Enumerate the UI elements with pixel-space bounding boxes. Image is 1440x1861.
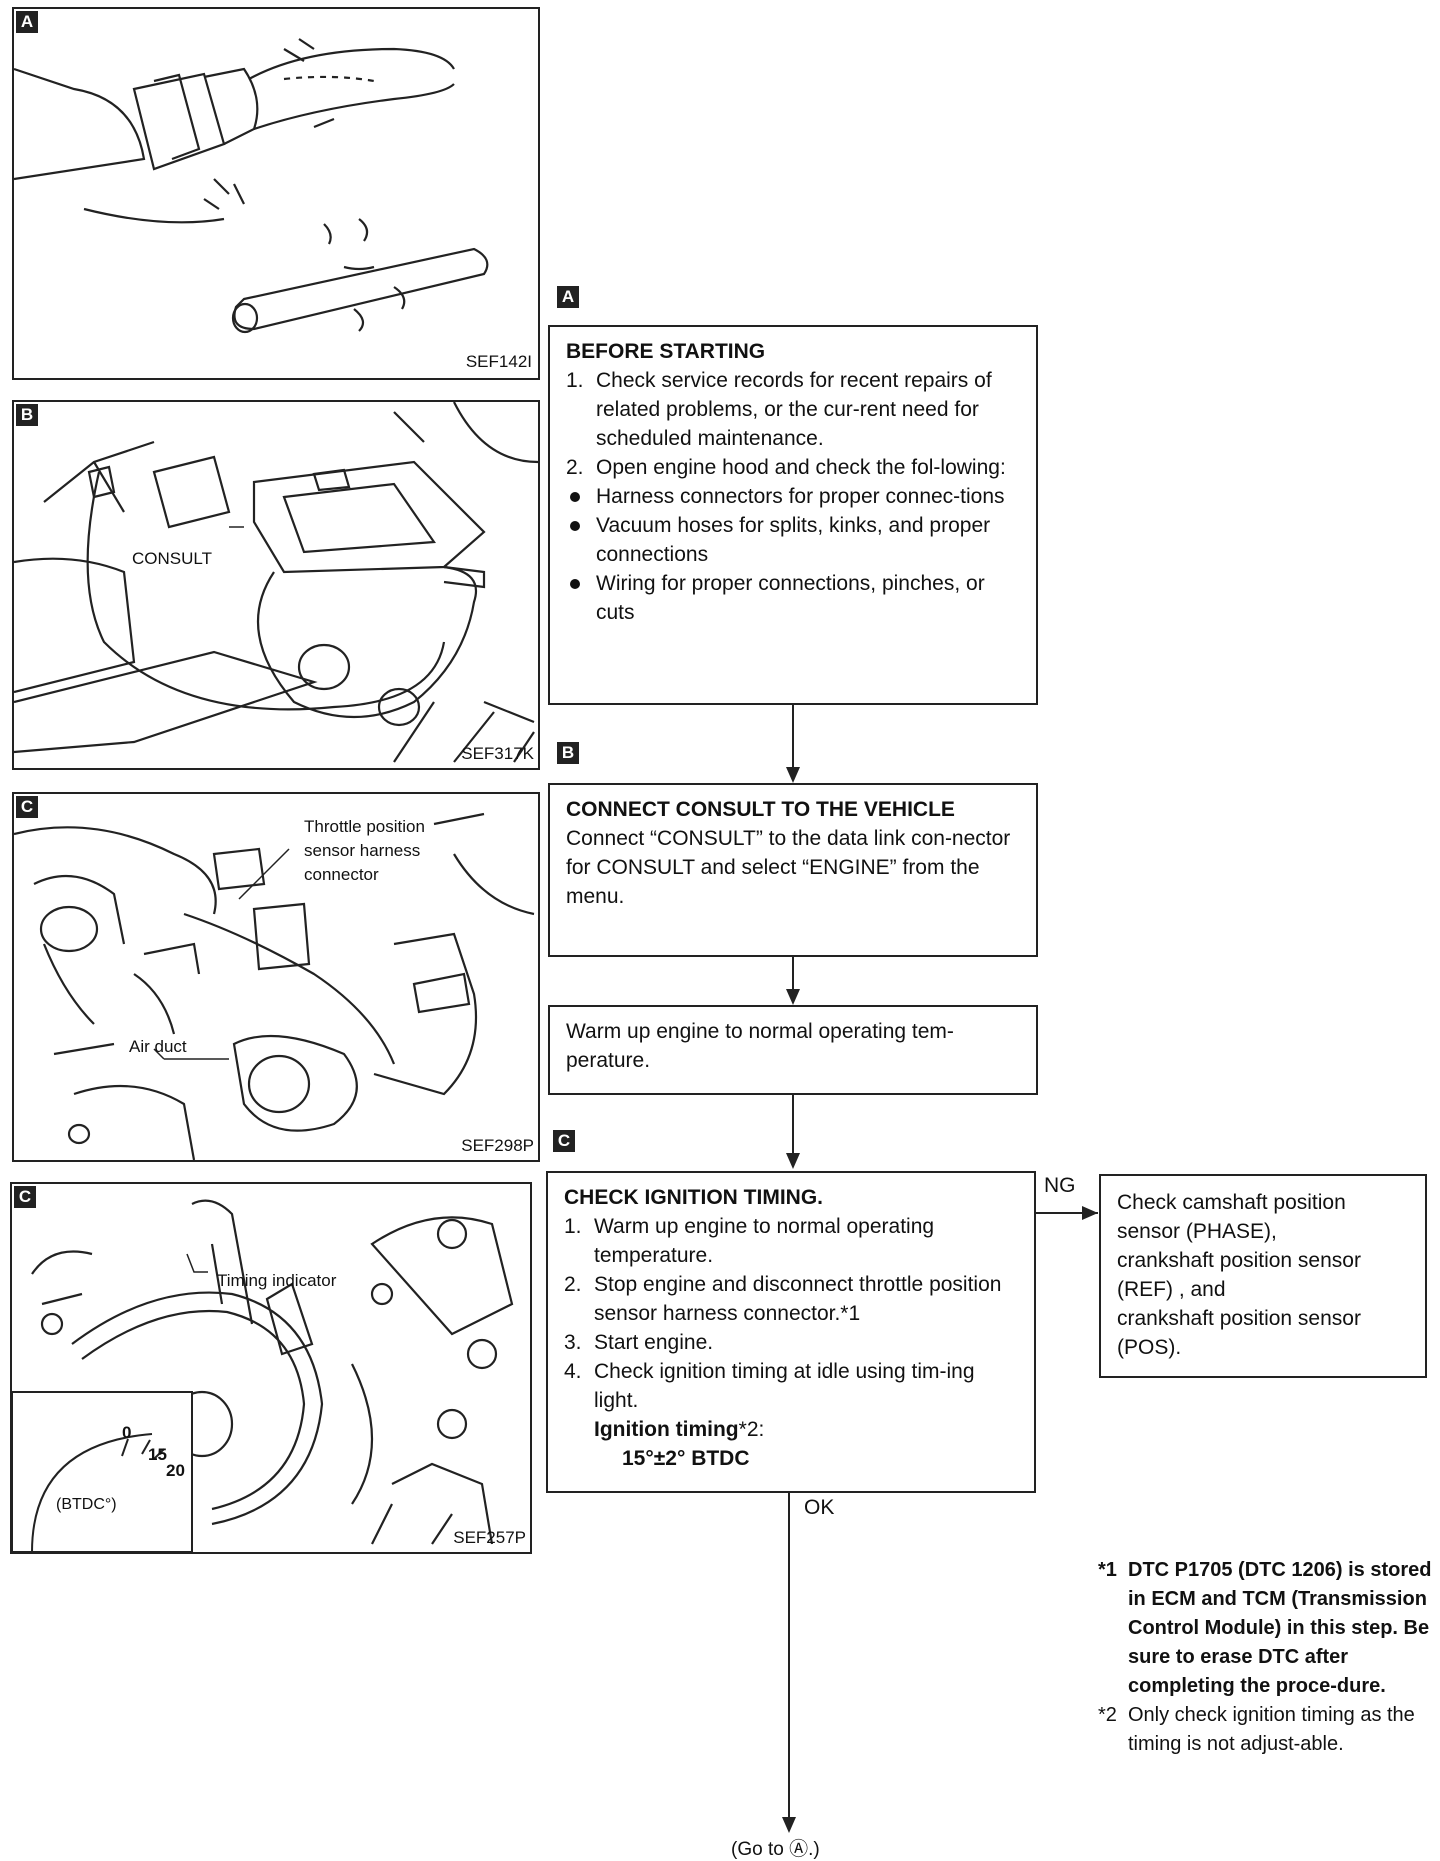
step-a-tag: A [557,286,579,308]
step-item: 3.Start engine. [564,1331,714,1354]
before-starting-title: BEFORE STARTING [566,340,766,363]
timing-indicator-illustration [12,1199,514,1552]
arrow-down-icon [786,1153,800,1169]
panel-tag: B [16,404,38,426]
panel-tag: A [16,11,38,33]
check-item: Harness connectors for proper connec-tio… [566,482,1020,511]
step-c-tag: C [553,1130,575,1152]
connect-consult-box: CONNECT CONSULT TO THE VEHICLE Connect “… [548,783,1038,957]
flow-connector [792,957,794,991]
connect-consult-title: CONNECT CONSULT TO THE VEHICLE [566,798,955,821]
ng-connector [1036,1212,1098,1214]
figure-code: SEF317K [461,744,534,763]
ng-label: NG [1044,1174,1076,1197]
hose-connector-illustration [14,38,489,334]
ignition-spec: Ignition timing*2: [564,1415,1018,1444]
step-item: 1.Warm up engine to normal operating tem… [564,1215,935,1267]
warm-up-box: Warm up engine to normal operating tem-p… [548,1005,1038,1095]
before-starting-steps: 1.Check service records for recent repai… [566,366,1020,482]
connect-consult-text: Connect “CONSULT” to the data link con-n… [566,827,1011,908]
ignition-spec-value: 15°±2° BTDC [622,1447,750,1470]
ignition-spec-ref: *2: [738,1418,765,1441]
flow-connector [792,1095,794,1155]
ok-label: OK [804,1496,835,1519]
throttle-sensor-illustration [14,812,535,1160]
before-starting-checks: Harness connectors for proper connec-tio… [566,482,1020,627]
bullet-icon [570,579,580,589]
throttle-label-line3: connector [304,865,379,884]
consult-label: CONSULT [132,549,212,568]
step-item: 2.Open engine hood and check the fol-low… [566,456,1006,479]
consult-connection-illustration [14,402,538,763]
check-ignition-box: CHECK IGNITION TIMING. 1.Warm up engine … [546,1171,1036,1493]
bullet-icon [570,521,580,531]
air-duct-label: Air duct [129,1037,187,1056]
ng-action-line: crankshaft position sensor (POS). [1117,1307,1361,1359]
illustration-panel-c-timing: C Timing indicator 0 15 20 (BTDC°) SEF25… [10,1182,532,1554]
bullet-icon [570,492,580,502]
figure-code: SEF257P [453,1528,526,1547]
step-item: 1.Check service records for recent repai… [566,369,992,450]
timing-indicator-label: Timing indicator [217,1271,337,1290]
arrow-down-icon [782,1817,796,1833]
check-ignition-title: CHECK IGNITION TIMING. [564,1186,823,1209]
step-item: 2.Stop engine and disconnect throttle po… [564,1273,1002,1325]
before-starting-box: BEFORE STARTING 1.Check service records … [548,325,1038,705]
panel-tag: C [16,796,38,818]
arrow-right-icon [1082,1206,1098,1220]
btdc-label: (BTDC°) [56,1496,117,1513]
warm-up-text: Warm up engine to normal operating tem-p… [566,1020,954,1072]
ignition-spec-label: Ignition timing [594,1418,739,1441]
check-item: Vacuum hoses for splits, kinks, and prop… [566,511,1020,569]
ng-action-line: crankshaft position sensor (REF) , and [1117,1249,1361,1301]
scale-0-label: 0 [122,1423,132,1442]
step-b-tag: B [557,742,579,764]
throttle-label-line1: Throttle position [304,817,425,836]
throttle-label-line2: sensor harness [304,841,421,860]
ng-action-box: Check camshaft position sensor (PHASE), … [1099,1174,1427,1378]
illustration-panel-b: B CONSULT SEF317K [12,400,540,770]
check-item: Wiring for proper connections, pinches, … [566,569,1020,627]
check-ignition-steps: 1.Warm up engine to normal operating tem… [564,1212,1018,1415]
go-to-a-label: (Go to Ⓐ.) [731,1839,820,1860]
step-item: 4.Check ignition timing at idle using ti… [564,1360,975,1412]
ok-connector [788,1493,790,1829]
flow-connector [792,705,794,769]
panel-tag: C [14,1186,36,1208]
arrow-down-icon [786,989,800,1005]
scale-15-label: 15 [148,1445,167,1464]
figure-code: SEF142I [465,352,532,371]
illustration-panel-c-throttle: C Throttle position sensor harness conne… [12,792,540,1162]
ng-action-line: Check camshaft position sensor (PHASE), [1117,1191,1346,1243]
figure-code: SEF298P [461,1136,534,1155]
illustration-panel-a: A SEF142I [12,7,540,380]
scale-20-label: 20 [166,1461,185,1480]
arrow-down-icon [786,767,800,783]
